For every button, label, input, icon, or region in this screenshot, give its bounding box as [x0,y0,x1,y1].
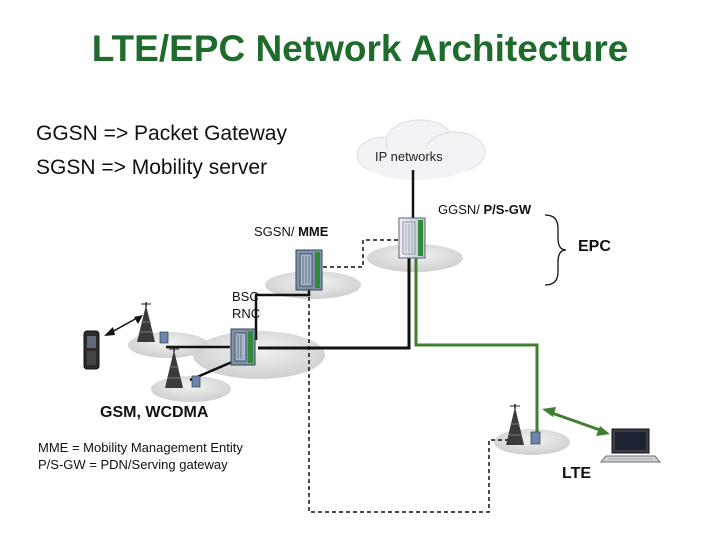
signaling-links [308,239,510,513]
legend-mme: MME = Mobility Management Entity [38,440,243,455]
laptop-icon [599,428,662,463]
ip-networks-label: IP networks [375,149,443,164]
mapping-line-ggsn: GGSN => Packet Gateway [36,122,287,145]
link-sgsn-enodeb [308,290,510,513]
ip-networks-cloud [356,119,486,180]
link-sgsn-ggsn [323,239,400,268]
page-title: LTE/EPC Network Architecture [91,28,629,69]
ggsn-pgw-label: GGSN/ P/S-GW [438,202,531,217]
base-station-tower-icon-2 [165,347,201,388]
mme-server-icon [295,249,323,291]
radio-link-phone [104,315,143,336]
mobile-phone-icon [83,330,100,370]
base-station-tower-icon-1 [137,302,169,344]
bsc-label: BSC [232,289,259,304]
gsm-wcdma-label: GSM, WCDMA [100,404,209,421]
legend-psgw: P/S-GW = PDN/Serving gateway [38,457,228,472]
enodeb-tower-icon [506,404,541,445]
ggsn-server-icon [398,217,426,259]
rnc-label: RNC [232,306,261,321]
pgw-bold: P/S-GW [483,202,532,217]
epc-label: EPC [578,238,611,255]
ggsn-prefix: GGSN/ [438,202,484,217]
sgsn-mme-label: SGSN/ MME [254,224,328,239]
lte-label: LTE [562,465,592,482]
bsc-rnc-platform [193,331,325,379]
epc-brace [544,214,567,286]
mapping-line-sgsn: SGSN => Mobility server [36,156,268,179]
mme-bold: MME [298,224,329,239]
bsc-rnc-server-icon [230,328,256,366]
radio-link-laptop [542,407,610,436]
link-ggsn-enodeb [414,258,539,432]
sgsn-prefix: SGSN/ [254,224,299,239]
lte-links [414,258,539,432]
